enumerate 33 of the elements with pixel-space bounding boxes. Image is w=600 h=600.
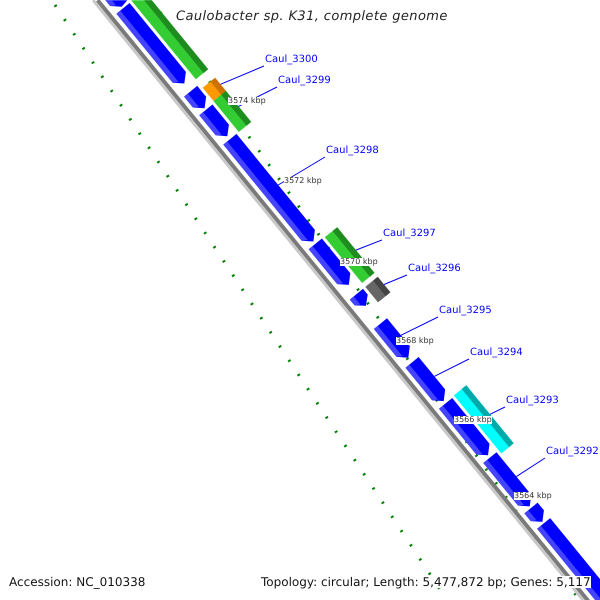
gene-label: Caul_3292: [546, 447, 599, 457]
gene-segment: [365, 276, 390, 302]
leader-line: [400, 316, 438, 336]
gene-label: Caul_3294: [470, 348, 523, 358]
gene-label: Caul_3299: [278, 76, 331, 86]
gene-feature: [184, 86, 206, 108]
gene-feature: [105, 0, 128, 7]
leader-line: [516, 458, 546, 478]
gene-label: Caul_3293: [506, 396, 559, 406]
map-title: Caulobacter sp. K31, complete genome: [176, 10, 448, 23]
scale-label: 3568 kbp: [396, 337, 434, 345]
gene-feature: [199, 104, 229, 136]
scale-label: 3574 kbp: [228, 97, 266, 105]
accession-text: Accession: NC_010338: [9, 576, 146, 588]
gene-feature: [406, 357, 446, 402]
gene-label: Caul_3296: [408, 264, 461, 274]
leader-line: [434, 358, 470, 377]
leader-line: [490, 406, 506, 415]
gene-label: Caul_3300: [265, 55, 318, 65]
scale-label: 3570 kbp: [340, 258, 378, 266]
scale-label: 3566 kbp: [454, 416, 492, 424]
gene-feature: [524, 502, 544, 522]
gene-label: Caul_3295: [439, 306, 492, 316]
gene-label: Caul_3298: [326, 146, 379, 156]
leader-line: [384, 274, 408, 285]
genome-stats-text: Topology: circular; Length: 5,477,872 bp; Genes: 5,117: [261, 576, 591, 588]
scale-label: 3564 kbp: [514, 492, 552, 500]
scale-label: 3572 kbp: [284, 177, 322, 185]
leader-line: [355, 240, 382, 251]
leader-line: [278, 156, 326, 186]
gene-feature: [350, 288, 368, 306]
gene-label: Caul_3297: [383, 229, 436, 239]
leader-line: [220, 66, 264, 85]
